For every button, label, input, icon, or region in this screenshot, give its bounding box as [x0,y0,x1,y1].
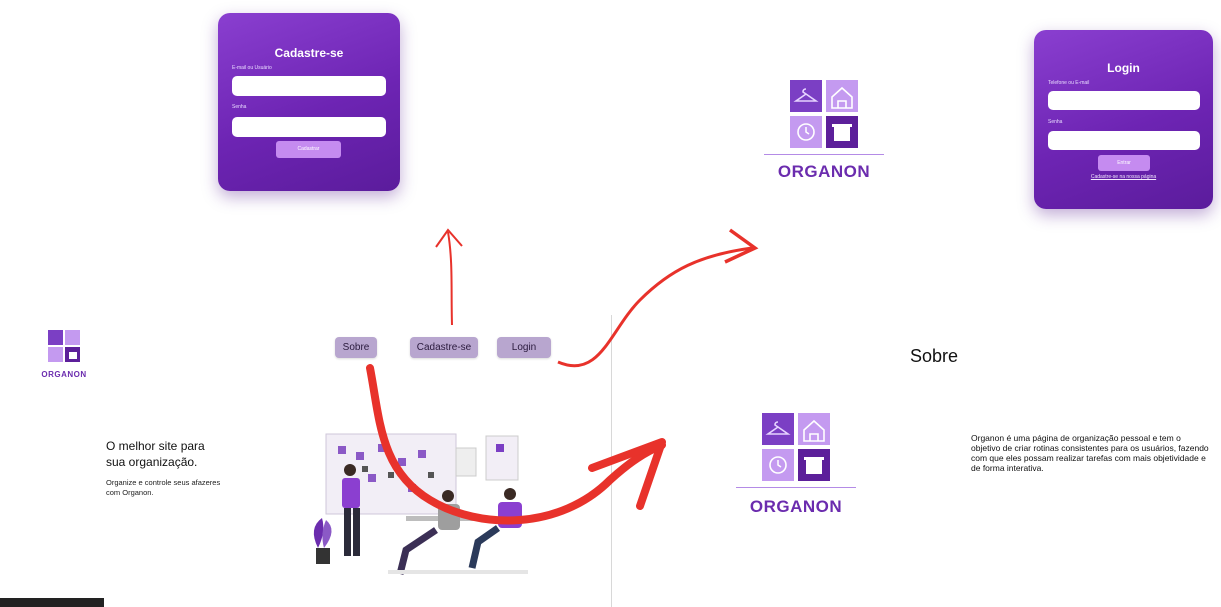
arrow-to-login [557,246,753,368]
brand-name-large-bottom: ORGANON [749,497,843,516]
nav-cadastre-button[interactable]: Cadastre-se [410,337,478,358]
brand-name-large-top: ORGANON [777,162,871,181]
sobre-title: Sobre [910,346,959,366]
logo-large-top: ORGANON [764,80,884,181]
hanger-icon [793,88,819,102]
logo-small[interactable]: ORGANON [30,330,98,382]
logo-mark-small [48,330,80,362]
login-user-label: Telefone ou E-mail [1048,80,1090,86]
login-signup-link[interactable]: Cadastre-se na nossa página [1090,174,1157,180]
clock-icon [797,123,815,141]
signup-card: Cadastre-se E-mail ou Usuário Senha Cada… [218,13,400,191]
hero-subtitle: Organize e controle seus afazeres com Or… [106,478,221,497]
pot-icon [834,127,850,141]
signup-email-input[interactable] [232,76,386,96]
signup-password-input[interactable] [232,117,386,137]
nav-sobre-button[interactable]: Sobre [335,337,377,358]
arrow-to-signup [447,231,453,326]
pot-icon [806,460,822,474]
sobre-description: Organon é uma página de organização pess… [971,433,1209,473]
signup-password-label: Senha [232,104,247,110]
bottom-bar [0,598,104,607]
nav-login-button[interactable]: Login [497,337,551,358]
login-password-input[interactable] [1048,131,1200,150]
login-title: Login [1107,61,1140,75]
login-password-label: Senha [1048,119,1063,125]
login-submit-button[interactable]: Entrar [1098,155,1150,171]
logo-mark-bottom [736,413,856,488]
logo-large-bottom: ORGANON [736,413,856,516]
house-icon [803,419,825,442]
hero-title: O melhor site para sua organização. [106,439,205,469]
signup-submit-button[interactable]: Cadastrar [276,141,341,158]
signup-title: Cadastre-se [274,46,344,60]
brand-name-small: ORGANON [41,370,87,379]
login-card: Login Telefone ou E-mail Senha Entrar Ca… [1034,30,1213,209]
clock-icon [769,456,787,474]
hanger-icon [765,421,791,435]
logo-mark [764,80,884,155]
house-icon [831,86,853,109]
login-user-input[interactable] [1048,91,1200,110]
signup-email-label: E-mail ou Usuário [232,65,272,71]
arrow-to-sobre [366,364,666,525]
